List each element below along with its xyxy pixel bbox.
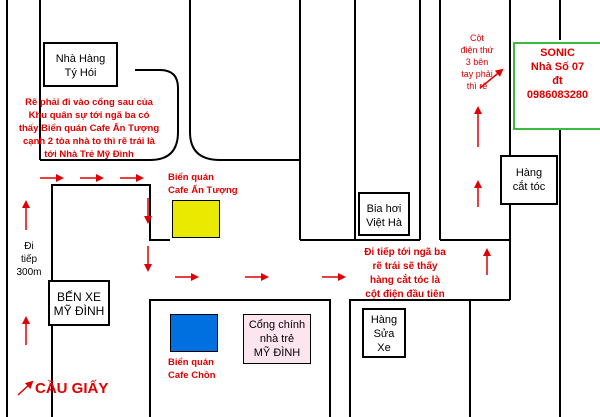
sonic-destination: SONIC Nhà Số 07 đt 0986083280 <box>513 42 600 130</box>
cafe-an-tuong-label: Biển quán Cafe Ấn Tượng <box>168 171 268 197</box>
directions-step2: Đi tiếp tới ngã ba rẽ trái sẽ thấy hàng … <box>340 246 470 302</box>
cafe-chon-label: Biển quán Cafe Chồn <box>168 356 248 382</box>
cat-toc-line2: cắt tóc <box>512 181 546 193</box>
nha-tre-line1: Cổng chính <box>248 319 306 331</box>
step1-line1: Rẽ phải đi vào cổng sau của <box>25 97 153 108</box>
step2-line1: Đi tiếp tới ngã ba <box>364 247 446 258</box>
bia-hoi-viet-ha: Bia hơi Việt Hà <box>358 192 410 236</box>
hang-sua-xe: Hàng Sửa Xe <box>362 308 406 358</box>
cot-dien-line2: điện thứ <box>460 45 494 55</box>
nha-hang-line2: Tý Hói <box>64 67 97 79</box>
sua-xe-line3: Xe <box>377 342 391 354</box>
step1-line4: cạnh 2 tòa nhà to thì rẽ trái là <box>23 136 155 147</box>
step2-line2: rẽ trái sẽ thấy <box>372 261 438 272</box>
cot-dien-line4: tay phải <box>461 69 493 79</box>
step2-line3: hàng cắt tóc là <box>369 275 440 286</box>
nha-tre-line2: nhà trẻ <box>259 333 295 345</box>
nha-tre-line3: MỸ ĐÌNH <box>253 347 301 359</box>
sonic-name: SONIC <box>540 47 575 59</box>
step1-line5: tới Nhà Trẻ Mỹ Đình <box>44 149 134 160</box>
cafe-chon-line1: Biển quán <box>168 357 214 368</box>
di-tiep-label: Đi tiếp 300m <box>13 240 45 279</box>
cafe-an-tuong-line2: Cafe Ấn Tượng <box>168 185 238 196</box>
directions-step1: Rẽ phải đi vào cổng sau của Khu quân sự … <box>3 96 175 161</box>
cot-dien-line1: Cột <box>469 33 484 43</box>
nha-hang-ty-hoi: Nhà Hàng Tý Hói <box>43 42 118 87</box>
cat-toc-line1: Hàng <box>515 167 543 179</box>
nha-hang-line1: Nhà Hàng <box>55 53 106 65</box>
bia-hoi-line1: Bia hơi <box>366 203 402 215</box>
sonic-address: Nhà Số 07 <box>530 61 585 73</box>
cafe-chon-sign <box>170 314 218 352</box>
sonic-phone: 0986083280 <box>526 89 589 101</box>
di-tiep-line3: 300m <box>16 267 42 278</box>
step1-line3: thấy Biển quán Cafe Ấn Tượng <box>18 123 160 134</box>
cot-dien-label: Cột điện thứ 3 bên tay phải thì rẽ <box>452 32 502 92</box>
sonic-phone-label: đt <box>552 75 563 87</box>
cong-chinh-nha-tre: Cổng chính nhà trẻ MỸ ĐÌNH <box>243 314 311 364</box>
ben-xe-line1: BẾN XE <box>56 290 101 304</box>
hang-cat-toc: Hàng cắt tóc <box>500 155 558 205</box>
ben-xe-my-dinh: BẾN XE MỸ ĐÌNH <box>48 280 110 326</box>
cafe-chon-line2: Cafe Chồn <box>168 370 216 381</box>
di-tiep-line1: Đi <box>24 241 34 252</box>
cafe-an-tuong-line1: Biển quán <box>168 172 214 183</box>
cot-dien-line5: thì rẽ <box>466 81 488 91</box>
cafe-an-tuong-sign <box>172 200 220 238</box>
step2-line4: cột điện đầu tiên <box>365 289 445 300</box>
sua-xe-line1: Hàng <box>370 314 398 326</box>
bia-hoi-line2: Việt Hà <box>366 217 402 229</box>
step1-line2: Khu quân sự tới ngã ba có <box>28 110 150 121</box>
cau-giay-label: CẦU GIẤY <box>35 380 109 397</box>
sua-xe-line2: Sửa <box>373 328 395 340</box>
ben-xe-line2: MỸ ĐÌNH <box>53 304 105 318</box>
cot-dien-line3: 3 bên <box>465 57 489 67</box>
di-tiep-line2: tiếp <box>20 254 38 265</box>
